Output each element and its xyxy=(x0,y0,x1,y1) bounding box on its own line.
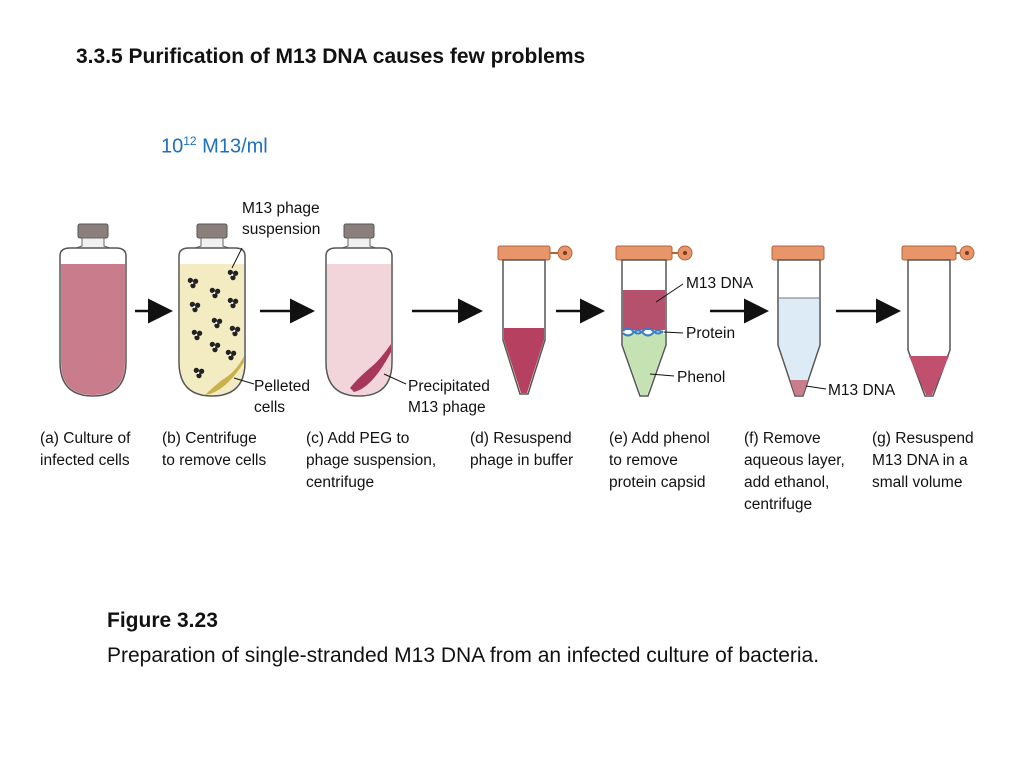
tube-culture xyxy=(59,223,127,397)
step-caption-g: (g) Resuspend M13 DNA in a small volume xyxy=(872,430,974,491)
step-caption-a: (a) Culture of infected cells xyxy=(40,430,131,469)
purification-diagram: M13 phage suspension Pelleted cells Prec… xyxy=(59,200,975,416)
page-heading: 3.3.5 Purification of M13 DNA causes few… xyxy=(76,45,586,68)
label-pelleted: Pelleted xyxy=(254,378,310,395)
step-caption-b: (b) Centrifuge to remove cells xyxy=(162,430,267,469)
label-m13-dna-e: M13 DNA xyxy=(686,275,754,292)
tube-peg xyxy=(325,223,407,397)
label-suspension: suspension xyxy=(242,221,320,238)
figure-caption: Preparation of single-stranded M13 DNA f… xyxy=(107,644,820,667)
concentration-unit: M13/ml xyxy=(196,135,268,158)
step-caption-d: (d) Resuspend phage in buffer xyxy=(470,430,574,469)
step-caption-c: (c) Add PEG to phage suspension, centrif… xyxy=(306,430,437,491)
label-phenol: Phenol xyxy=(677,369,725,386)
label-m13-dna-f: M13 DNA xyxy=(828,382,896,399)
tube-phenol xyxy=(615,245,693,397)
label-precipitated: Precipitated xyxy=(408,378,490,395)
label-cells: cells xyxy=(254,399,285,416)
tube-resuspend xyxy=(497,245,573,395)
concentration-base: 10 xyxy=(161,135,184,158)
label-protein: Protein xyxy=(686,325,735,342)
tube-ethanol xyxy=(771,245,827,397)
tube-final xyxy=(901,245,975,397)
step-caption-e: (e) Add phenol to remove protein capsid xyxy=(609,430,710,491)
step-caption-f: (f) Remove aqueous layer, add ethanol, c… xyxy=(744,430,845,513)
label-m13-phage-2: M13 phage xyxy=(408,399,486,416)
label-m13-phage: M13 phage xyxy=(242,200,320,217)
figure-number: Figure 3.23 xyxy=(107,609,218,632)
tube-centrifuge xyxy=(178,223,255,397)
phage-concentration: 1012 M13/ml xyxy=(161,134,268,159)
concentration-exponent: 12 xyxy=(183,134,197,148)
